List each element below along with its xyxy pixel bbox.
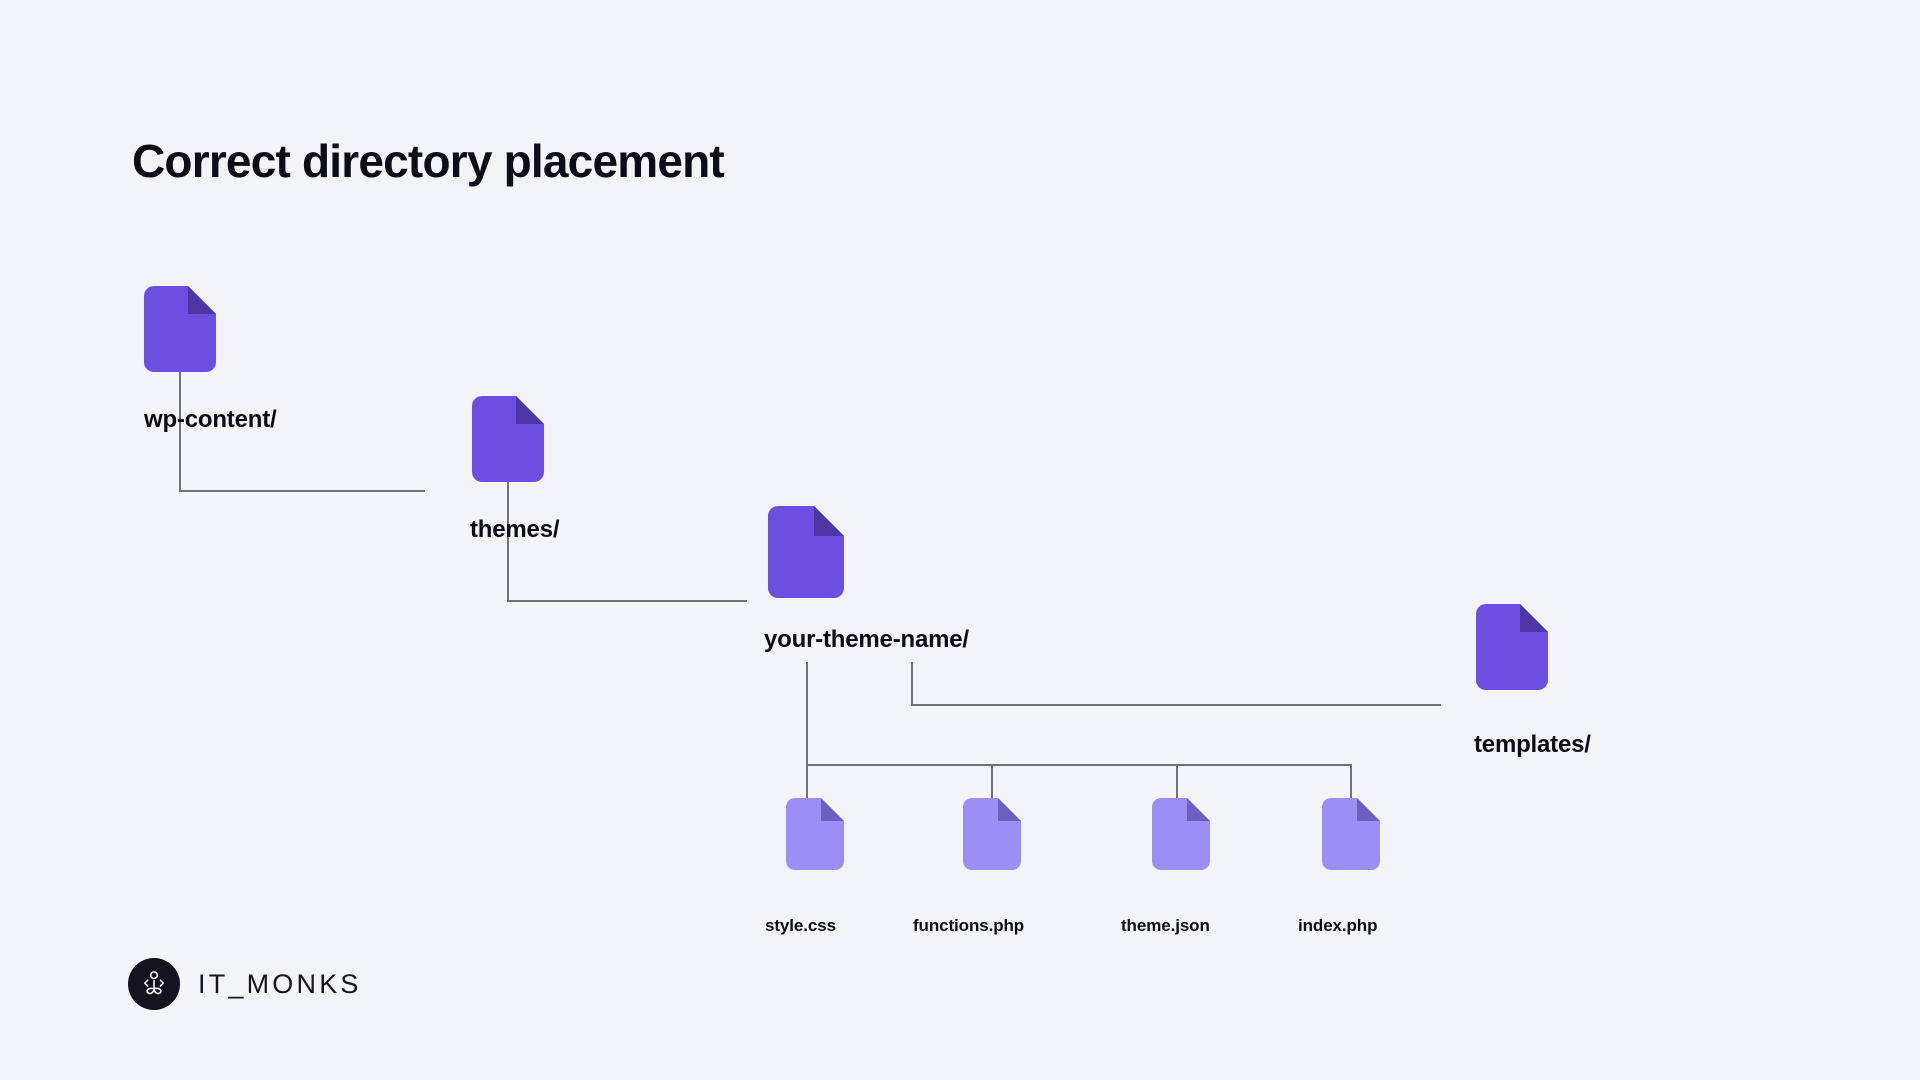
file-directory-icon <box>1476 604 1548 690</box>
connector-child-drop-4 <box>1350 764 1352 798</box>
tree-node-label-theme-json: theme.json <box>1121 916 1210 935</box>
connector-child-drop-2 <box>991 764 993 798</box>
file-document-icon <box>786 798 844 870</box>
connector-templates-horizontal <box>911 704 1441 706</box>
tree-node-functions-php[interactable] <box>963 798 1021 870</box>
connector-themes-vertical <box>507 478 509 602</box>
file-directory-icon <box>472 396 544 482</box>
tree-node-wp-content[interactable] <box>144 286 216 372</box>
brand-logo-text: IT_MONKS <box>198 968 362 999</box>
page-title: Correct directory placement <box>132 135 725 187</box>
tree-node-templates[interactable] <box>1476 604 1548 690</box>
it-monks-monogram-icon <box>128 958 180 1010</box>
tree-node-label-functions-php: functions.php <box>913 916 1025 935</box>
file-document-icon <box>963 798 1021 870</box>
file-document-icon <box>1152 798 1210 870</box>
tree-node-label-themes: themes/ <box>470 516 560 543</box>
connector-wp-content-vertical <box>179 368 181 492</box>
tree-node-label-index-php: index.php <box>1298 916 1378 935</box>
tree-node-style-css[interactable] <box>786 798 844 870</box>
connector-child-drop-3 <box>1176 764 1178 798</box>
connector-children-bus <box>806 764 1352 766</box>
tree-node-label-wp-content: wp-content/ <box>144 406 277 433</box>
connector-templates-vertical <box>911 662 913 706</box>
tree-node-index-php[interactable] <box>1322 798 1380 870</box>
tree-node-label-your-theme-name: your-theme-name/ <box>764 626 969 653</box>
connector-children-trunk <box>806 662 808 766</box>
file-directory-icon <box>144 286 216 372</box>
tree-node-label-style-css: style.css <box>765 916 836 935</box>
connector-child-drop-1 <box>806 764 808 798</box>
connector-wp-content-horizontal <box>179 490 425 492</box>
tree-node-your-theme-name[interactable] <box>768 506 844 598</box>
file-document-icon <box>1322 798 1380 870</box>
tree-node-theme-json[interactable] <box>1152 798 1210 870</box>
tree-node-label-templates: templates/ <box>1474 731 1591 758</box>
tree-node-themes[interactable] <box>472 396 544 482</box>
file-directory-icon <box>768 506 844 598</box>
brand-logo[interactable]: IT_MONKS <box>128 958 362 1010</box>
connector-themes-horizontal <box>507 600 747 602</box>
